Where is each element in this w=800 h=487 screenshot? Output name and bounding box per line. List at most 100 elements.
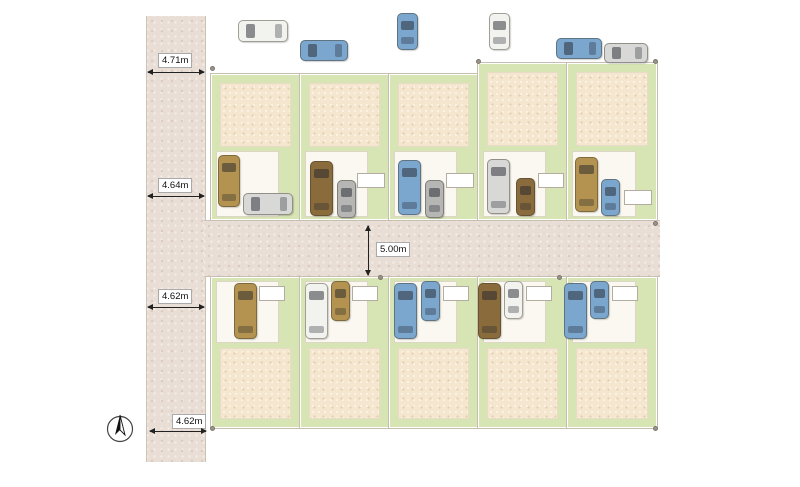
car-windshield [520, 186, 531, 195]
car-windshield [493, 21, 506, 30]
car-icon [238, 20, 288, 42]
car-icon [489, 13, 510, 50]
lot-ground [309, 348, 380, 419]
car-rear-window [314, 203, 329, 210]
car-rear-window [635, 47, 642, 59]
car-icon [516, 178, 535, 216]
car-windshield [605, 187, 616, 196]
car-rear-window [402, 202, 417, 209]
car-icon [487, 159, 510, 214]
parking-space [446, 173, 474, 188]
car-icon [604, 43, 648, 63]
measurement-road-width-lower: 4.62m [158, 289, 193, 304]
boundary-marker [210, 66, 215, 71]
car-icon [218, 155, 240, 207]
car-icon [421, 281, 440, 321]
boundary-marker [210, 426, 215, 431]
car-icon [331, 281, 350, 321]
car-icon [397, 13, 418, 50]
car-windshield [398, 291, 413, 300]
lot-ground [576, 72, 648, 146]
boundary-marker [378, 275, 383, 280]
car-rear-window [579, 199, 594, 206]
car-windshield [579, 165, 594, 174]
dimension-arrow [147, 304, 205, 310]
lot-ground [398, 348, 469, 419]
parking-space [443, 286, 469, 301]
car-rear-window [309, 326, 324, 333]
parking-space [259, 286, 285, 301]
road-horizontal [204, 220, 660, 277]
car-windshield [222, 163, 236, 172]
measurement-road-width-upper: 4.64m [158, 178, 193, 193]
car-icon [478, 283, 501, 339]
car-rear-window [222, 194, 236, 201]
car-icon [394, 283, 417, 339]
car-rear-window [482, 326, 497, 333]
boundary-marker [557, 275, 562, 280]
car-icon [305, 283, 328, 339]
car-windshield [491, 167, 506, 176]
car-rear-window [520, 203, 531, 210]
car-rear-window [594, 306, 605, 313]
car-rear-window [238, 326, 253, 333]
car-icon [398, 160, 421, 215]
car-icon [425, 180, 444, 218]
lot-ground [220, 83, 291, 147]
car-rear-window [425, 308, 436, 315]
measurement-central-road-width: 5.00m [376, 242, 411, 257]
car-icon [337, 180, 356, 218]
car-rear-window [568, 326, 583, 333]
lot-top-3 [389, 74, 478, 220]
car-windshield [251, 197, 260, 211]
north-arrow-icon [106, 414, 134, 443]
car-windshield [402, 168, 417, 177]
car-rear-window [429, 205, 440, 212]
parking-space [357, 173, 385, 188]
car-rear-window [335, 308, 346, 315]
car-windshield [238, 291, 253, 300]
car-windshield [429, 188, 440, 197]
car-icon [590, 281, 609, 319]
car-windshield [568, 291, 583, 300]
car-icon [243, 193, 293, 215]
car-windshield [482, 291, 497, 300]
parking-space [526, 286, 552, 301]
lot-ground [309, 83, 380, 147]
boundary-marker [653, 59, 658, 64]
parking-space [612, 286, 638, 301]
car-windshield [314, 169, 329, 178]
parking-space [352, 286, 378, 301]
car-icon [310, 161, 333, 216]
dimension-arrow [149, 428, 207, 434]
car-rear-window [605, 203, 616, 210]
car-rear-window [398, 326, 413, 333]
lot-ground [487, 348, 558, 419]
car-rear-window [335, 44, 342, 57]
lot-ground [398, 83, 469, 147]
car-rear-window [280, 197, 287, 211]
car-rear-window [341, 205, 352, 212]
boundary-marker [653, 426, 658, 431]
car-rear-window [508, 306, 519, 313]
car-icon [300, 40, 348, 61]
car-windshield [425, 289, 436, 298]
boundary-marker [653, 221, 658, 226]
car-windshield [612, 47, 621, 59]
car-windshield [335, 289, 346, 298]
dimension-arrow [147, 69, 205, 75]
lot-ground [576, 348, 648, 419]
measurement-road-width-top: 4.71m [158, 53, 193, 68]
car-icon [575, 157, 598, 212]
car-icon [564, 283, 587, 339]
dimension-arrow [147, 193, 205, 199]
car-icon [601, 179, 620, 216]
car-windshield [594, 289, 605, 298]
measurement-road-width-bottom: 4.62m [172, 414, 207, 429]
car-windshield [564, 42, 573, 55]
car-windshield [309, 291, 324, 300]
car-icon [504, 281, 523, 319]
car-rear-window [589, 42, 596, 55]
boundary-marker [476, 59, 481, 64]
